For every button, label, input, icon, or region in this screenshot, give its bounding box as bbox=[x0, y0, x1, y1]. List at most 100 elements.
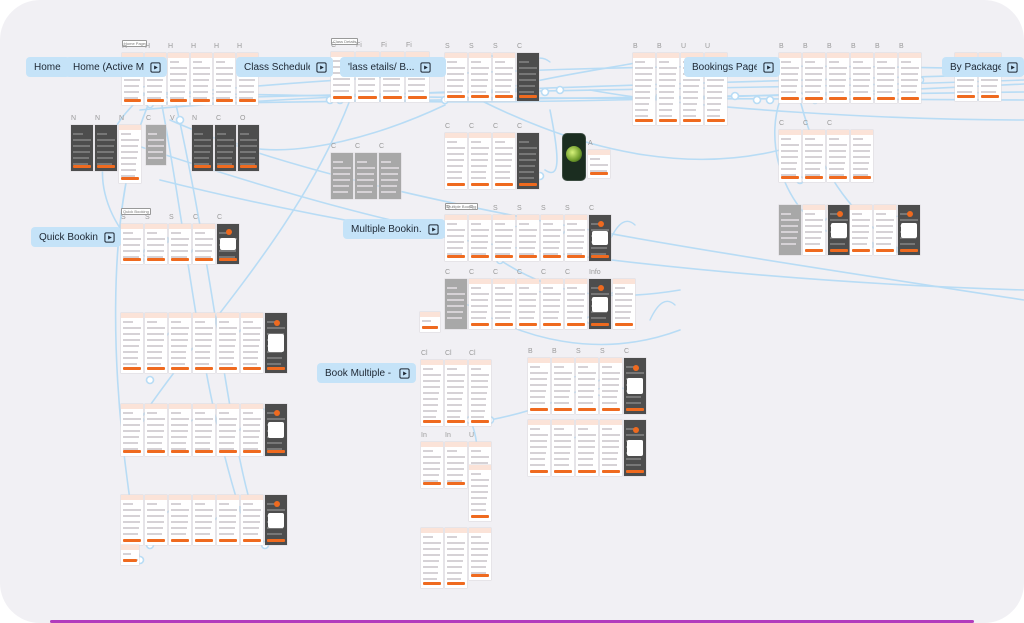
screen-frame[interactable] bbox=[827, 53, 849, 103]
screen-frame[interactable] bbox=[71, 125, 93, 171]
screen-frame[interactable] bbox=[241, 404, 263, 456]
screen-frame[interactable] bbox=[874, 205, 896, 255]
flow-label-home-active[interactable]: Home (Active M bbox=[65, 57, 167, 77]
screen-frame[interactable] bbox=[169, 224, 191, 264]
flow-label-quick-booking[interactable]: Quick Booking bbox=[31, 227, 121, 247]
screen-frame[interactable] bbox=[215, 125, 236, 171]
flow-label-class-details[interactable]: 'lass etails/ B... bbox=[340, 57, 446, 77]
flow-label-home[interactable]: Home ( bbox=[26, 57, 70, 77]
screen-frame[interactable] bbox=[95, 125, 117, 171]
screen-frame[interactable] bbox=[169, 404, 191, 456]
flow-label-class-schedule[interactable]: Class Schedule bbox=[236, 57, 333, 77]
screen-frame[interactable] bbox=[121, 495, 143, 545]
screen-frame[interactable] bbox=[121, 404, 143, 456]
play-flow-icon[interactable] bbox=[1007, 61, 1018, 73]
screen-frame[interactable] bbox=[803, 205, 825, 255]
screen-frame[interactable] bbox=[265, 404, 287, 456]
screen-frame[interactable] bbox=[241, 313, 263, 373]
screen-frame[interactable] bbox=[421, 442, 443, 488]
screen-frame[interactable] bbox=[193, 495, 215, 545]
screen-frame[interactable] bbox=[827, 130, 849, 182]
connection-node[interactable] bbox=[175, 115, 185, 125]
screen-frame[interactable] bbox=[217, 404, 239, 456]
screen-frame[interactable] bbox=[469, 279, 491, 329]
screen-frame[interactable] bbox=[517, 279, 539, 329]
screen-frame[interactable] bbox=[241, 495, 263, 545]
screen-frame[interactable] bbox=[145, 404, 167, 456]
screen-frame[interactable] bbox=[517, 53, 539, 101]
screen-frame[interactable] bbox=[469, 360, 491, 426]
screen-frame[interactable] bbox=[779, 130, 801, 182]
screen-frame[interactable] bbox=[850, 205, 872, 255]
screen-frame[interactable] bbox=[445, 528, 467, 588]
screen-frame[interactable] bbox=[146, 125, 166, 165]
screen-frame[interactable] bbox=[493, 53, 515, 101]
screen-frame[interactable] bbox=[445, 53, 467, 101]
screen-frame[interactable] bbox=[517, 215, 539, 261]
screen-frame[interactable] bbox=[851, 53, 873, 103]
screen-frame[interactable] bbox=[145, 495, 167, 545]
screen-frame[interactable] bbox=[576, 358, 598, 414]
screen-frame[interactable] bbox=[541, 279, 563, 329]
screen-frame[interactable] bbox=[469, 528, 491, 580]
screen-frame[interactable] bbox=[445, 133, 467, 189]
screen-frame[interactable] bbox=[265, 313, 287, 373]
screen-frame[interactable] bbox=[657, 53, 679, 125]
screen-frame[interactable] bbox=[898, 205, 920, 255]
screen-frame[interactable] bbox=[469, 215, 491, 261]
screen-frame[interactable] bbox=[192, 125, 213, 171]
screen-frame[interactable] bbox=[191, 53, 212, 105]
screen-frame[interactable] bbox=[445, 360, 467, 426]
screen-frame[interactable] bbox=[828, 205, 850, 255]
screen-frame[interactable] bbox=[565, 215, 587, 261]
screen-frame[interactable] bbox=[633, 53, 655, 125]
screen-frame[interactable] bbox=[851, 130, 873, 182]
screen-frame[interactable] bbox=[600, 358, 622, 414]
screen-frame[interactable] bbox=[445, 279, 467, 329]
play-flow-icon[interactable] bbox=[763, 61, 774, 73]
screen-frame[interactable] bbox=[217, 224, 239, 264]
screen-frame[interactable] bbox=[779, 205, 801, 255]
screen-frame[interactable] bbox=[576, 420, 598, 476]
screen-frame[interactable] bbox=[565, 279, 587, 329]
screen-frame[interactable] bbox=[493, 215, 515, 261]
screen-frame[interactable] bbox=[355, 153, 377, 199]
screen-frame[interactable] bbox=[589, 215, 611, 261]
screen-frame[interactable] bbox=[600, 420, 622, 476]
screen-frame[interactable] bbox=[493, 133, 515, 189]
screen-frame[interactable] bbox=[899, 53, 921, 103]
screen-frame[interactable] bbox=[469, 465, 491, 521]
screen-frame[interactable] bbox=[493, 279, 515, 329]
screen-frame[interactable] bbox=[469, 53, 491, 101]
screen-frame[interactable] bbox=[119, 125, 141, 183]
screen-frame[interactable] bbox=[445, 215, 467, 261]
screen-frame[interactable] bbox=[528, 358, 550, 414]
flow-label-book-multiple[interactable]: Book Multiple - ... bbox=[317, 363, 416, 383]
screen-frame[interactable] bbox=[217, 495, 239, 545]
screen-frame[interactable] bbox=[169, 313, 191, 373]
play-flow-icon[interactable] bbox=[104, 231, 115, 243]
play-flow-icon[interactable] bbox=[150, 61, 161, 73]
screen-frame[interactable] bbox=[803, 53, 825, 103]
play-flow-icon[interactable] bbox=[316, 61, 327, 73]
screen-frame[interactable] bbox=[589, 279, 611, 329]
screen-frame[interactable] bbox=[803, 130, 825, 182]
connection-node[interactable] bbox=[765, 95, 775, 105]
screen-frame[interactable] bbox=[445, 442, 467, 488]
screen-frame[interactable] bbox=[193, 224, 215, 264]
screen-frame[interactable] bbox=[169, 495, 191, 545]
screen-frame[interactable] bbox=[875, 53, 897, 103]
screen-frame[interactable] bbox=[779, 53, 801, 103]
screen-frame[interactable] bbox=[420, 312, 440, 332]
flow-label-by-packages[interactable]: By Packages bbox=[942, 57, 1024, 77]
connection-node[interactable] bbox=[752, 95, 762, 105]
screen-frame[interactable] bbox=[121, 545, 139, 565]
screen-frame[interactable] bbox=[193, 404, 215, 456]
screen-frame[interactable] bbox=[541, 215, 563, 261]
connection-node[interactable] bbox=[555, 85, 565, 95]
screen-frame[interactable] bbox=[145, 224, 167, 264]
screen-frame[interactable] bbox=[421, 360, 443, 426]
screen-frame[interactable] bbox=[238, 125, 259, 171]
play-flow-icon[interactable] bbox=[428, 223, 439, 235]
